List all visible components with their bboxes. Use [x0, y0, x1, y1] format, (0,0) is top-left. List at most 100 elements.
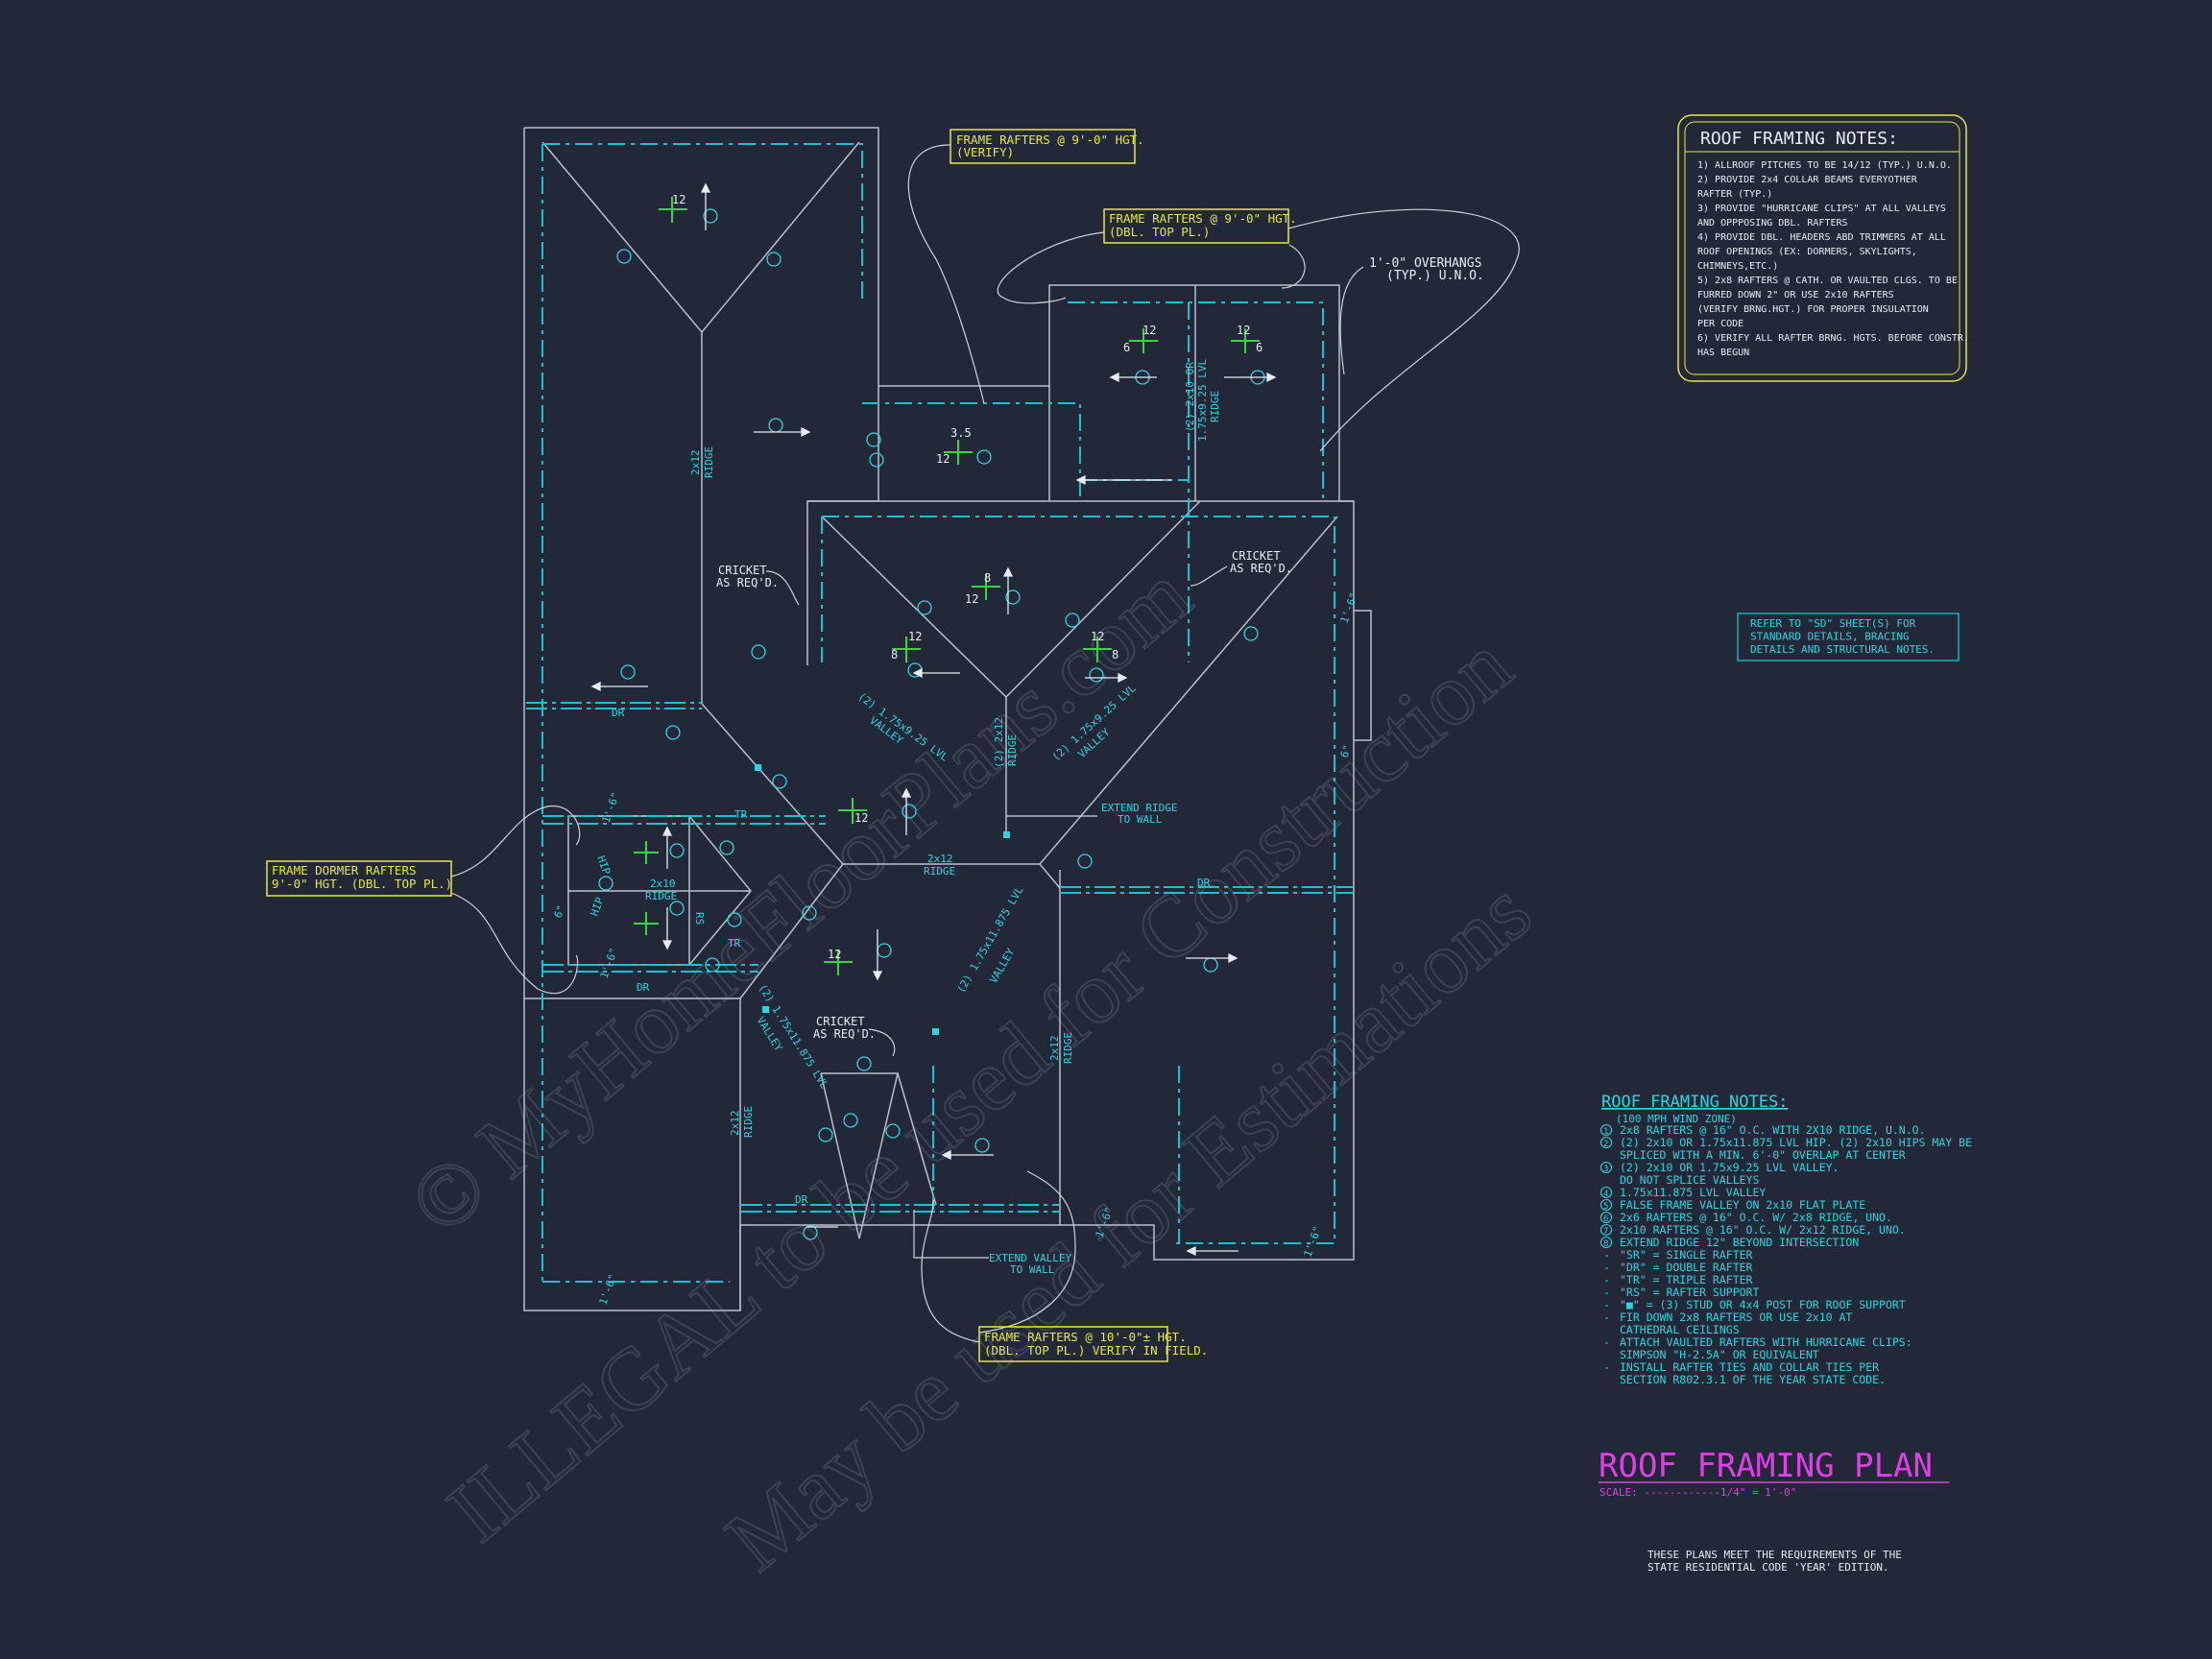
- tr-label: TR: [728, 937, 741, 950]
- extend-notes: EXTEND RIDGE TO WALL EXTEND VALLEY TO WA…: [989, 802, 1177, 1276]
- code-note: STATE RESIDENTIAL CODE 'YEAR' EDITION.: [1647, 1561, 1889, 1574]
- legend-line: (2) 2x10 OR 1.75x11.875 LVL HIP. (2) 2x1…: [1620, 1136, 1972, 1149]
- pitch-label: 12: [1237, 324, 1250, 337]
- legend-dash: -: [1603, 1335, 1610, 1349]
- legend-line: 2x6 RAFTERS @ 16" O.C. W/ 2x8 RIDGE, UNO…: [1620, 1211, 1892, 1224]
- legend-marker-number: 2: [1603, 1140, 1608, 1149]
- note-line: REFER TO "SD" SHEET(S) FOR: [1750, 617, 1916, 630]
- ridge-label: 2x12: [927, 853, 953, 865]
- overhang-dim: 6": [552, 903, 568, 920]
- dr-label: DR: [1197, 877, 1211, 889]
- pitch-label: 8: [1112, 648, 1118, 661]
- ridge-label: RIDGE: [1209, 391, 1221, 422]
- pitch-label: 12: [908, 630, 922, 643]
- note-line: (VERIFY BRNG.HGT.) FOR PROPER INSULATION: [1697, 304, 1929, 315]
- plan-title: ROOF FRAMING PLAN: [1599, 1447, 1933, 1485]
- hip-label: HIP: [594, 854, 613, 877]
- ridge-label: RIDGE: [1062, 1032, 1074, 1064]
- extend-valley-note: EXTEND VALLEY: [989, 1252, 1071, 1264]
- ridge-label: RIDGE: [924, 865, 955, 878]
- pitch-label: 12: [828, 948, 841, 961]
- legend-marker-number: 5: [1603, 1202, 1608, 1212]
- dormer-ridge-label: 2x10: [650, 878, 676, 890]
- ridge-label: 1.75x9.25 LVL: [1196, 359, 1209, 442]
- rs-label: RS: [693, 912, 706, 925]
- extend-ridge-note: EXTEND RIDGE: [1101, 802, 1177, 814]
- legend-line: "DR" = DOUBLE RAFTER: [1620, 1261, 1753, 1274]
- legend-dash: -: [1603, 1298, 1610, 1311]
- legend-line: SPLICED WITH A MIN. 6'-0" OVERLAP AT CEN…: [1620, 1148, 1906, 1162]
- bearing-lines: [541, 143, 1335, 1283]
- note-line: CHIMNEYS,ETC.): [1697, 261, 1778, 272]
- pitch-symbols: [634, 197, 1260, 975]
- legend-dash: -: [1603, 1286, 1610, 1299]
- ridge-label: RIDGE: [1006, 734, 1019, 766]
- pitch-label: 6: [1256, 341, 1262, 354]
- callout-text: (DBL. TOP PL.): [1109, 225, 1210, 239]
- legend-line: INSTALL RAFTER TIES AND COLLAR TIES PER: [1620, 1360, 1879, 1374]
- post-markers: [755, 764, 1010, 1035]
- callout-text: FRAME RAFTERS @ 9'-0" HGT.: [956, 132, 1144, 147]
- legend-line: CATHEDRAL CEILINGS: [1620, 1323, 1740, 1336]
- legend-line: FIR DOWN 2x8 RAFTERS OR USE 2x10 AT: [1620, 1310, 1852, 1324]
- legend-line: FALSE FRAME VALLEY ON 2x10 FLAT PLATE: [1620, 1198, 1865, 1212]
- callout-text: FRAME RAFTERS @ 10'-0"± HGT.: [984, 1330, 1187, 1344]
- legend-line: EXTEND RIDGE 12" BEYOND INTERSECTION: [1620, 1236, 1859, 1249]
- legend-marker-number: 3: [1603, 1165, 1608, 1174]
- overhang-dim: 1'-6": [598, 946, 621, 980]
- ridge-label: (2) 2x10 OR: [1184, 362, 1196, 432]
- legend-marker-circle: [1599, 1236, 1613, 1249]
- pitch-label: 8: [984, 571, 991, 585]
- ridge-label: RIDGE: [742, 1106, 755, 1138]
- leader-lines: [450, 144, 1520, 1343]
- pitch-label: 12: [965, 592, 978, 606]
- callout-text: FRAME DORMER RAFTERS: [272, 863, 417, 878]
- legend-marker-number: 1: [1603, 1127, 1608, 1137]
- legend-line: ATTACH VAULTED RAFTERS WITH HURRICANE CL…: [1620, 1335, 1912, 1349]
- legend-subtitle: (100 MPH WIND ZONE): [1616, 1113, 1737, 1125]
- ridge-label: 2x12: [729, 1111, 741, 1137]
- cricket-note: AS REQ'D.: [716, 576, 779, 589]
- legend-marker-circle: [1599, 1186, 1613, 1199]
- legend-line: SECTION R802.3.1 OF THE YEAR STATE CODE.: [1620, 1373, 1886, 1386]
- legend-line: 2x8 RAFTERS @ 16" O.C. WITH 2X10 RIDGE, …: [1620, 1123, 1926, 1137]
- note-line: ROOF OPENINGS (EX: DORMERS, SKYLIGHTS,: [1697, 247, 1917, 257]
- note-line: 3) PROVIDE "HURRICANE CLIPS" AT ALL VALL…: [1697, 204, 1946, 214]
- note-line: PER CODE: [1697, 319, 1743, 329]
- cricket-note: CRICKET: [718, 564, 767, 577]
- ridge-label: 2x12: [1048, 1036, 1061, 1062]
- dormer-ridge-label: RIDGE: [645, 890, 677, 902]
- dr-label: DR: [637, 981, 650, 994]
- pitch-label: 12: [936, 452, 950, 466]
- legend-items: 1 2x8 RAFTERS @ 16" O.C. WITH 2X10 RIDGE,…: [1599, 1123, 1972, 1386]
- callout-text: (DBL. TOP PL.) VERIFY IN FIELD.: [984, 1343, 1208, 1358]
- direction-arrows: [590, 182, 1277, 1257]
- notes-box-items: 1) ALLROOF PITCHES TO BE 14/12 (TYP.) U.…: [1697, 160, 1969, 358]
- cricket-note: AS REQ'D.: [1230, 562, 1292, 575]
- code-note: THESE PLANS MEET THE REQUIREMENTS OF THE: [1647, 1549, 1902, 1561]
- plan-scale: SCALE: ------------1/4" = 1'-0": [1599, 1486, 1796, 1499]
- legend-dash: -: [1603, 1248, 1610, 1262]
- pitch-label: 6: [1123, 341, 1130, 354]
- note-line: RAFTER (TYP.): [1697, 189, 1772, 200]
- pitch-label: 12: [1091, 630, 1104, 643]
- legend-marker-number: 7: [1603, 1227, 1608, 1237]
- legend-marker-circle: [1599, 1123, 1613, 1137]
- note-line: DETAILS AND STRUCTURAL NOTES.: [1750, 643, 1935, 656]
- note-line: HAS BEGUN: [1697, 348, 1749, 358]
- legend-line: (2) 2x10 OR 1.75x9.25 LVL VALLEY.: [1620, 1161, 1839, 1174]
- callout-boxes: FRAME RAFTERS @ 9'-0" HGT. (VERIFY) FRAM…: [266, 129, 1297, 1362]
- note-line: AND OPPPOSING DBL. RAFTERS: [1697, 218, 1848, 228]
- callout-text: FRAME RAFTERS @ 9'-0" HGT.: [1109, 211, 1297, 226]
- legend-marker-circle: [1599, 1223, 1613, 1237]
- notes-box: ROOF FRAMING NOTES: 1) ALLROOF PITCHES T…: [1677, 114, 1969, 382]
- note-line: 4) PROVIDE DBL. HEADERS ABD TRIMMERS AT …: [1697, 232, 1946, 243]
- legend-marker-number: 4: [1603, 1190, 1608, 1199]
- legend-dash: -: [1603, 1273, 1610, 1286]
- ridge-label: 2x12: [689, 450, 702, 476]
- hip-label: HIP: [589, 896, 607, 918]
- legend-marker-circle: [1599, 1161, 1613, 1174]
- legend-line: 2x10 RAFTERS @ 16" O.C. W/ 2x12 RIDGE, U…: [1620, 1223, 1906, 1237]
- legend-line: "■" = (3) STUD OR 4x4 POST FOR ROOF SUPP…: [1620, 1298, 1906, 1311]
- ridge-label: (2) 2x12: [993, 717, 1005, 768]
